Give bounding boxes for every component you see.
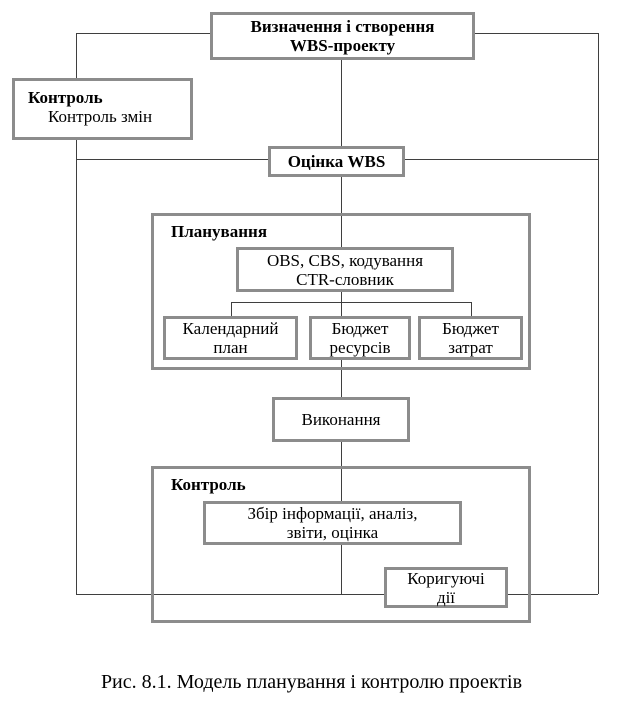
node-obs-cbs-line2: CTR-словник	[296, 269, 394, 289]
node-wbs-creation-line1: Визначення і створення	[250, 17, 435, 36]
node-calendar-plan-line2: план	[213, 338, 248, 357]
connector-fanout-drop-left	[231, 302, 232, 316]
node-change-control: Контроль Контроль змін	[12, 78, 193, 140]
node-info-gathering-line1: Збір інформації, аналіз,	[247, 504, 418, 523]
node-cost-budget-line1: Бюджет	[442, 319, 499, 338]
connector-right-rail	[598, 33, 599, 594]
connector-fanout-horizontal	[231, 302, 471, 303]
node-wbs-creation: Визначення і створення WBS-проекту	[210, 12, 475, 60]
node-info-gathering-line2: звіти, оцінка	[286, 523, 379, 542]
node-info-gathering: Збір інформації, аналіз, звіти, оцінка	[203, 501, 462, 545]
node-resource-budget-line1: Бюджет	[331, 319, 389, 338]
node-calendar-plan-line1: Календарний	[182, 319, 279, 338]
group-planning-title: Планування	[171, 222, 268, 241]
node-obs-cbs-line1: OBS, CBS, кодування	[266, 250, 424, 270]
connector-bottom-horizontal	[76, 594, 598, 595]
node-calendar-plan: Календарний план	[163, 316, 298, 360]
node-wbs-evaluation: Оцінка WBS	[268, 146, 405, 177]
connector-fanout-drop-right	[471, 302, 472, 316]
node-wbs-evaluation-label: Оцінка WBS	[287, 152, 386, 171]
group-planning: Планування	[151, 213, 531, 370]
node-execution-label: Виконання	[301, 410, 381, 429]
node-resource-budget: Бюджет ресурсів	[309, 316, 411, 360]
node-corrective-actions: Коригуючі дії	[384, 567, 508, 608]
figure-caption: Рис. 8.1. Модель планування і контролю п…	[100, 671, 523, 693]
node-resource-budget-line2: ресурсів	[329, 338, 391, 357]
node-cost-budget: Бюджет затрат	[418, 316, 523, 360]
node-obs-cbs: OBS, CBS, кодування CTR-словник	[236, 247, 454, 292]
node-change-control-title: Контроль	[28, 88, 103, 107]
node-corrective-actions-line1: Коригуючі	[407, 568, 485, 588]
node-execution: Виконання	[272, 397, 410, 442]
group-control: Контроль	[151, 466, 531, 623]
node-corrective-actions-line2: дії	[436, 587, 456, 607]
node-wbs-creation-line2: WBS-проекту	[289, 36, 396, 55]
connector-left-rail	[76, 33, 77, 594]
group-control-title: Контроль	[171, 475, 246, 494]
node-cost-budget-line2: затрат	[448, 338, 493, 357]
node-change-control-item: Контроль змін	[48, 107, 153, 126]
